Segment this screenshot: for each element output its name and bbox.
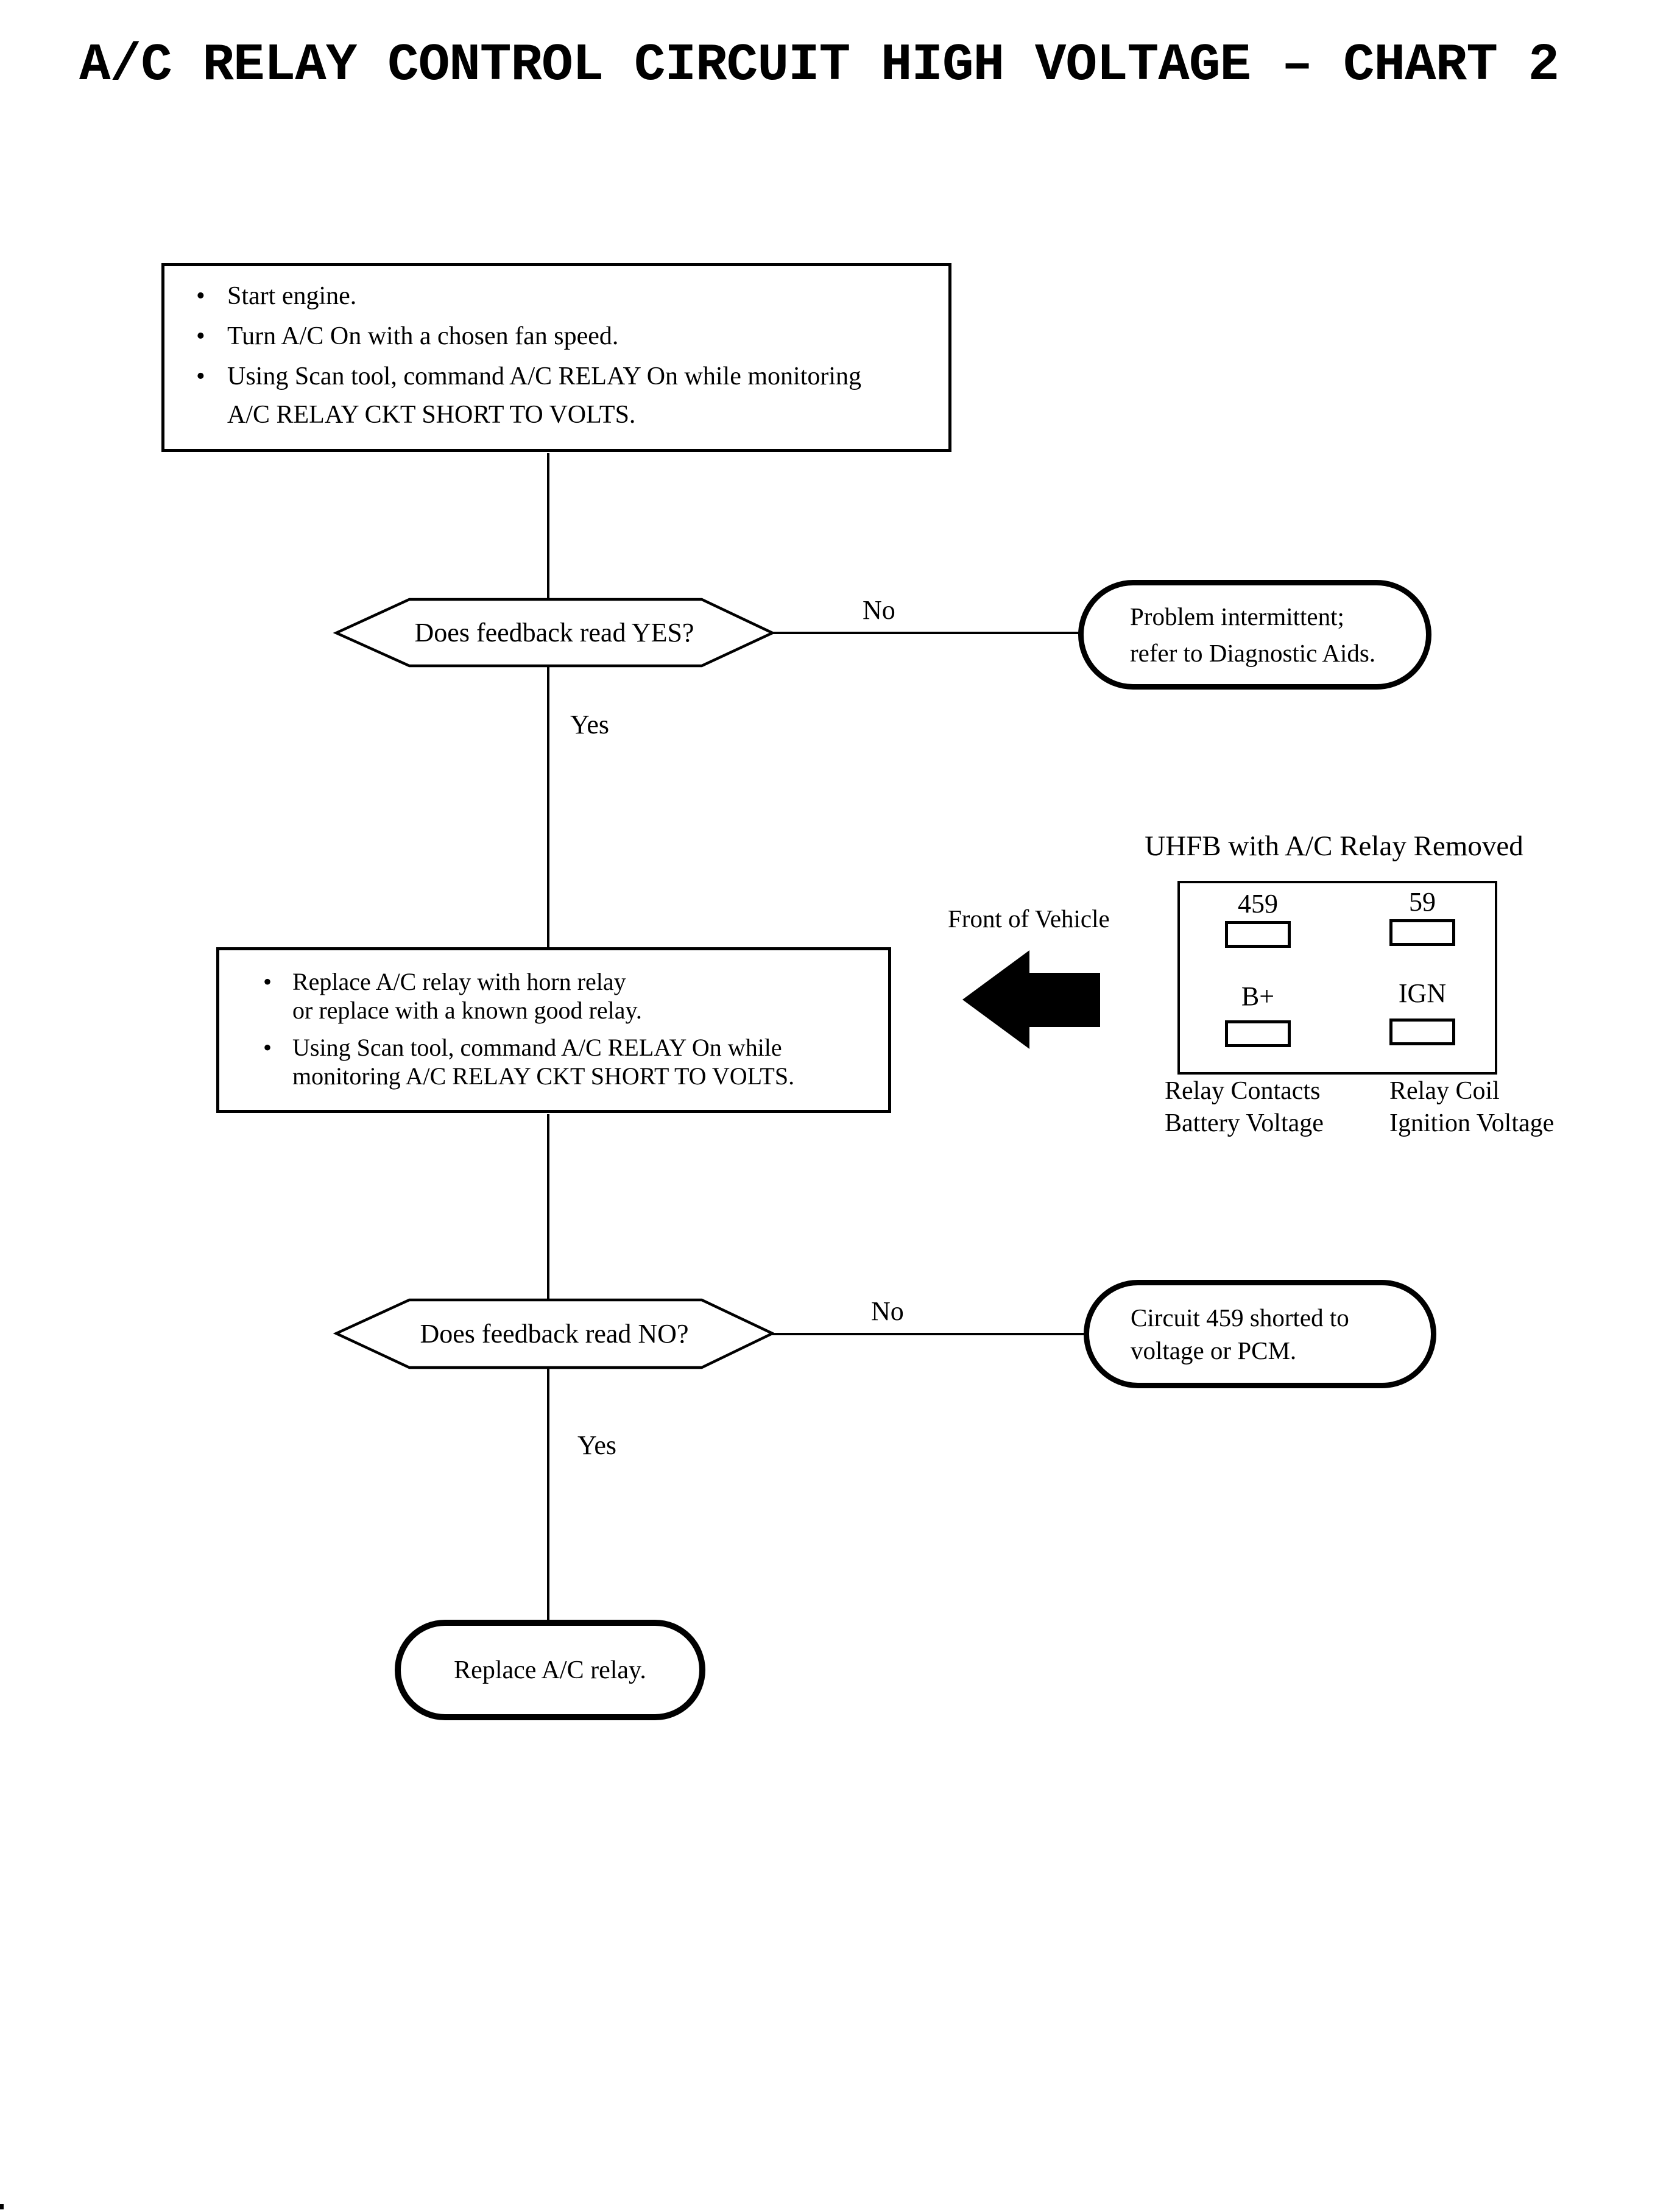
inset-title: UHFB with A/C Relay Removed xyxy=(1145,830,1523,862)
bullet-icon: • xyxy=(196,322,205,350)
decision1-yes-label: Yes xyxy=(570,710,610,740)
step1-box xyxy=(161,263,951,452)
front-of-vehicle-arrow-icon xyxy=(962,950,1100,1049)
terminal-intermittent-line: refer to Diagnostic Aids. xyxy=(1130,639,1376,667)
terminal-intermittent-line: Problem intermittent; xyxy=(1130,602,1344,630)
terminal-intermittent: Problem intermittent; refer to Diagnosti… xyxy=(1078,580,1431,690)
pin-cavity-b-plus xyxy=(1225,1020,1291,1047)
bullet-icon: • xyxy=(196,362,205,390)
decision1-hexagon xyxy=(333,598,776,668)
step2-line: Replace A/C relay with horn relay xyxy=(292,968,626,995)
pin-label-b-plus: B+ xyxy=(1241,981,1275,1011)
decision2-yes-label: Yes xyxy=(577,1430,617,1460)
scan-artifact-speck xyxy=(0,2204,4,2209)
list-item: • Turn A/C On with a chosen fan speed. xyxy=(196,317,861,356)
step1-line: Start engine. xyxy=(227,282,357,310)
bullet-icon: • xyxy=(196,282,205,310)
terminal-replace-relay: Replace A/C relay. xyxy=(395,1620,705,1720)
step2-line: monitoring A/C RELAY CKT SHORT TO VOLTS. xyxy=(292,1062,795,1090)
step2-line: Using Scan tool, command A/C RELAY On wh… xyxy=(292,1034,782,1061)
step2-line: or replace with a known good relay. xyxy=(292,997,642,1024)
bullet-icon: • xyxy=(263,1034,272,1061)
caption-line: Battery Voltage xyxy=(1165,1109,1324,1137)
caption-relay-coil: Relay Coil Ignition Voltage xyxy=(1389,1075,1554,1140)
step2-content: • Replace A/C relay with horn relay or r… xyxy=(263,967,794,1099)
bullet-icon: • xyxy=(263,968,272,995)
caption-line: Relay Coil xyxy=(1389,1077,1500,1105)
list-item: • Replace A/C relay with horn relay or r… xyxy=(263,967,794,1025)
decision2-hexagon xyxy=(333,1298,776,1369)
list-item: • Using Scan tool, command A/C RELAY On … xyxy=(196,358,861,434)
list-item: • Start engine. xyxy=(196,277,861,316)
list-item: • Using Scan tool, command A/C RELAY On … xyxy=(263,1033,794,1090)
terminal-circuit459-line: Circuit 459 shorted to xyxy=(1131,1304,1349,1332)
step1-line: Using Scan tool, command A/C RELAY On wh… xyxy=(227,362,862,390)
pin-label-ign: IGN xyxy=(1398,978,1447,1008)
decision1-question: Does feedback read YES? xyxy=(414,618,694,648)
pin-cavity-59 xyxy=(1389,919,1455,946)
caption-relay-contacts: Relay Contacts Battery Voltage xyxy=(1165,1075,1324,1140)
terminal-circuit459: Circuit 459 shorted to voltage or PCM. xyxy=(1084,1280,1436,1388)
step2-box xyxy=(216,947,891,1113)
decision1-no-label: No xyxy=(863,595,895,625)
pin-label-59: 59 xyxy=(1409,887,1436,917)
caption-line: Ignition Voltage xyxy=(1389,1109,1555,1137)
decision2-question: Does feedback read NO? xyxy=(420,1319,689,1349)
caption-line: Relay Contacts xyxy=(1165,1077,1321,1105)
step1-line: A/C RELAY CKT SHORT TO VOLTS. xyxy=(227,401,636,429)
terminal-replace-label: Replace A/C relay. xyxy=(454,1656,646,1684)
step1-line: Turn A/C On with a chosen fan speed. xyxy=(227,322,619,350)
front-of-vehicle-label: Front of Vehicle xyxy=(948,905,1110,933)
terminal-circuit459-line: voltage or PCM. xyxy=(1131,1336,1297,1364)
decision2-no-label: No xyxy=(871,1296,904,1326)
page-title: A/C RELAY CONTROL CIRCUIT HIGH VOLTAGE –… xyxy=(79,35,1559,95)
pin-cavity-ign xyxy=(1389,1019,1455,1045)
step1-content: • Start engine. • Turn A/C On with a cho… xyxy=(196,277,861,436)
pin-label-459: 459 xyxy=(1238,889,1278,919)
pin-cavity-459 xyxy=(1225,921,1291,948)
